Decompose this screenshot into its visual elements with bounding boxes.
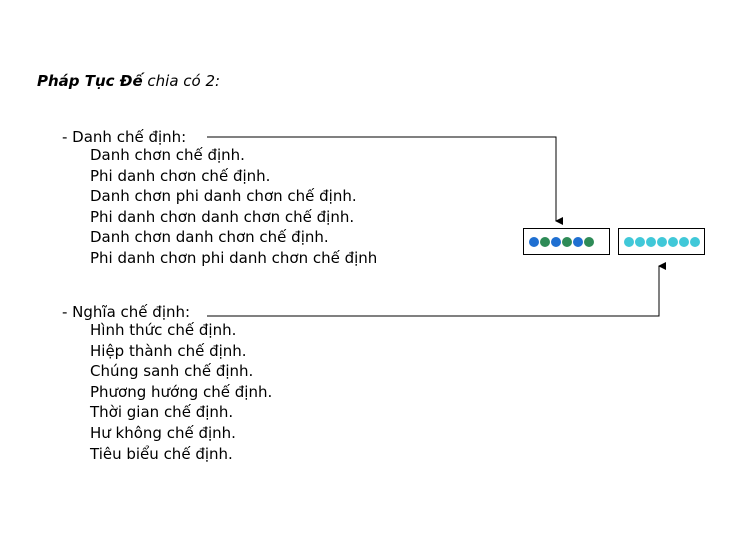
list-item: Danh chơn danh chơn chế định. [90, 228, 329, 247]
dot-icon [551, 236, 561, 247]
arrow-nghia-to-box2 [207, 262, 666, 317]
dot-icon [679, 236, 689, 247]
dot-icon [624, 236, 634, 247]
list-item: Thời gian chế định. [90, 403, 234, 422]
dot-icon [657, 236, 667, 247]
list-item: Chúng sanh chế định. [90, 362, 254, 381]
dot-icon [646, 236, 656, 247]
list-item: Hiệp thành chế định. [90, 341, 247, 360]
dot-icon [529, 236, 539, 247]
list-item: Hư không chế định. [90, 423, 236, 442]
dot-icon [540, 236, 550, 247]
list-item: Phi danh chơn phi danh chơn chế định [90, 248, 378, 267]
list-item: Phi danh chơn danh chơn chế định. [90, 207, 355, 226]
list-item: Phi danh chơn chế định. [90, 166, 271, 185]
dot-icon [690, 236, 700, 247]
list-item: Danh chơn chế định. [90, 146, 245, 164]
dot-box-2 [618, 228, 705, 255]
dot-icon [668, 236, 678, 247]
dot-box-1 [523, 228, 610, 255]
list-item: Phương hướng chế định. [90, 382, 273, 401]
danh-list: Danh chơn chế định. Phi danh chơn chế đị… [90, 145, 377, 269]
dot-icon [584, 236, 594, 247]
list-item: Hình thức chế định. [90, 321, 237, 339]
title-rest: chia có 2: [142, 72, 221, 90]
dot-icon [635, 236, 645, 247]
title-bold: Pháp Tục Đế [37, 72, 143, 90]
arrow-danh-to-box1 [207, 136, 563, 225]
nghia-list: Hình thức chế định. Hiệp thành chế định.… [90, 320, 272, 464]
dot-icon [573, 236, 583, 247]
page-title: Pháp Tục Đế chia có 2: [37, 72, 220, 90]
list-item: Tiêu biểu chế định. [90, 444, 233, 463]
list-item: Danh chơn phi danh chơn chế định. [90, 187, 357, 206]
dot-icon [562, 236, 572, 247]
group-heading-danh: - Danh chế định: [62, 128, 187, 146]
group-heading-nghia: - Nghĩa chế định: [62, 303, 191, 321]
